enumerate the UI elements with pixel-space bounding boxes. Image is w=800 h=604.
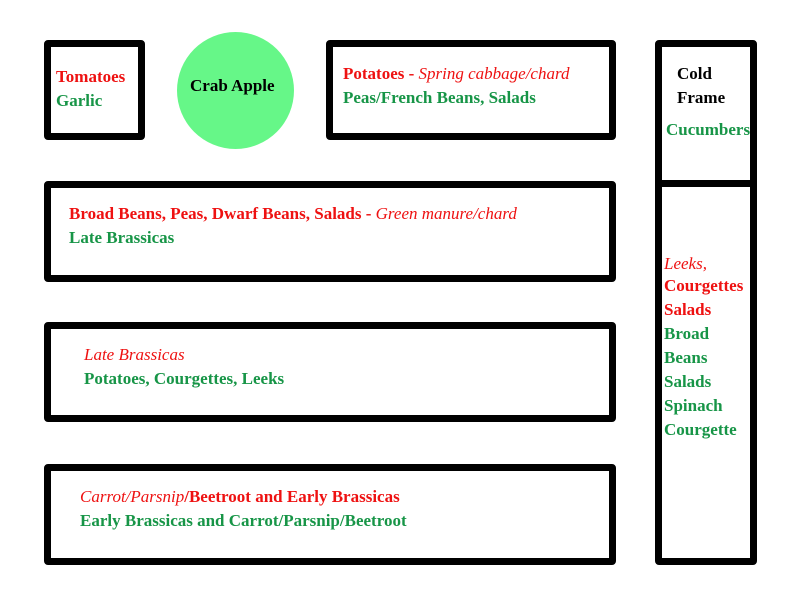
bed-potatoes-line1: Potatoes - Spring cabbage/chard	[343, 62, 569, 86]
bed-potatoes	[326, 40, 616, 140]
bed-right-item-4: Beans	[664, 348, 708, 367]
bed-potatoes-main-crop: Potatoes -	[343, 64, 419, 83]
bed-late-brassicas-line1: Late Brassicas	[84, 345, 185, 364]
bed-carrot-parsnip-italic: Carrot/Parsnip	[80, 487, 185, 506]
bed-broad-beans	[44, 181, 616, 282]
bed-late-brassicas-line2: Potatoes, Courgettes, Leeks	[84, 369, 285, 388]
bed-garlic-label: Garlic	[56, 91, 103, 110]
bed-right-item-1: Courgettes	[664, 276, 744, 295]
bed-tomatoes-garlic	[44, 40, 145, 140]
bed-carrot-parsnip-line2: Early Brassicas and Carrot/Parsnip/Beetr…	[80, 511, 407, 530]
bed-broad-beans-line1: Broad Beans, Peas, Dwarf Beans, Salads -…	[69, 202, 517, 226]
bed-broad-beans-line2: Late Brassicas	[69, 228, 175, 247]
bed-late-brassicas	[44, 322, 616, 422]
bed-potatoes-line2: Peas/French Beans, Salads	[343, 88, 536, 107]
bed-right-item-5: Salads	[664, 372, 712, 391]
crab-apple-label: Crab Apple	[190, 76, 275, 95]
bed-right-item-0: Leeks,	[664, 254, 707, 273]
bed-carrot-parsnip-line1: Carrot/Parsnip/Beetroot and Early Brassi…	[80, 485, 400, 509]
bed-carrot-parsnip	[44, 464, 616, 565]
bed-right-tall	[655, 40, 757, 565]
bed-right-item-7: Courgette	[664, 420, 737, 439]
crab-apple-tree	[177, 32, 294, 149]
bed-right-item-2: Salads	[664, 300, 712, 319]
bed-tomatoes-label: Tomatoes	[56, 67, 126, 86]
cold-frame-divider	[655, 180, 757, 187]
bed-right-item-3: Broad	[664, 324, 710, 343]
bed-broad-beans-main-crop: Broad Beans, Peas, Dwarf Beans, Salads -	[69, 204, 376, 223]
cold-frame-crop: Cucumbers	[666, 120, 751, 139]
bed-carrot-parsnip-bold: /Beetroot and Early Brassicas	[184, 487, 400, 506]
bed-potatoes-follow-crop: Spring cabbage/chard	[418, 64, 570, 83]
cold-frame-title-2: Frame	[677, 88, 726, 107]
cold-frame-title-1: Cold	[677, 64, 712, 83]
bed-right-item-6: Spinach	[664, 396, 723, 415]
bed-broad-beans-follow-crop: Green manure/chard	[375, 204, 517, 223]
